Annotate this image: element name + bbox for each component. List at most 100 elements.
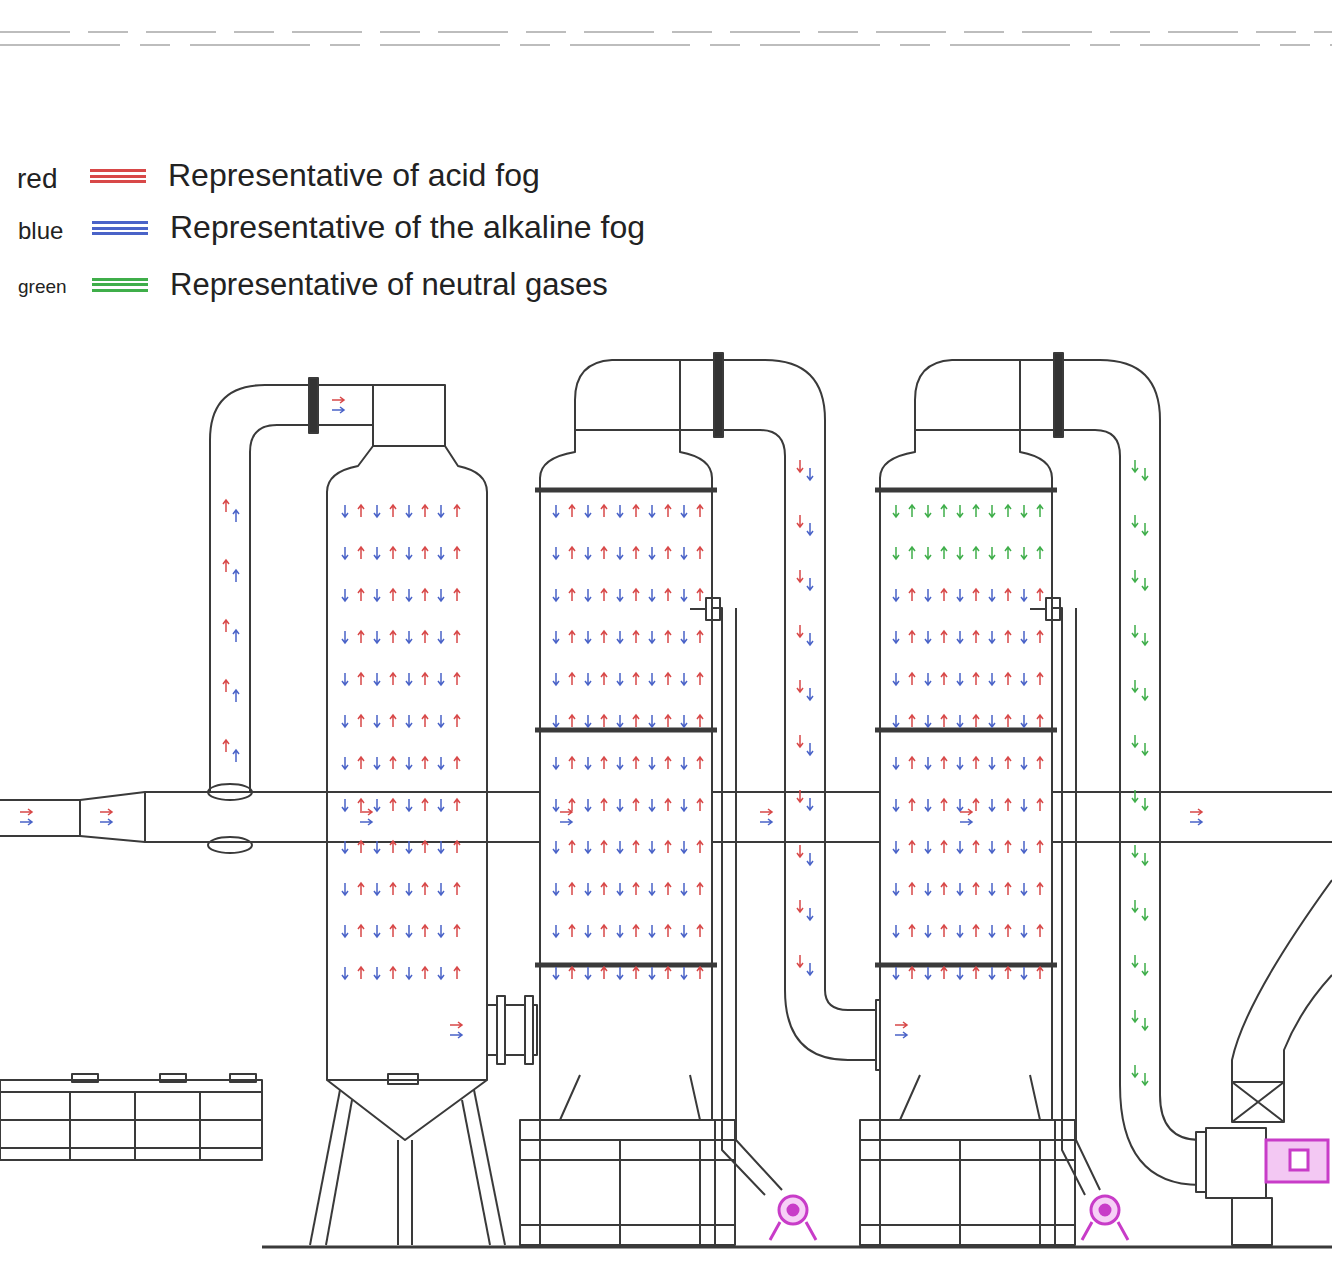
- flow-arrow: [342, 799, 348, 811]
- flow-arrow: [406, 799, 412, 811]
- legend-color-word: blue: [18, 218, 63, 244]
- flow-arrow: [358, 505, 364, 517]
- flow-arrow: [1142, 523, 1148, 535]
- drawing-circle: [779, 1196, 807, 1224]
- flow-arrow: [649, 589, 655, 601]
- drawing-path: [540, 360, 712, 1120]
- flow-arrow: [374, 925, 380, 937]
- flow-arrow: [1132, 790, 1138, 802]
- flow-arrow: [342, 883, 348, 895]
- flow-arrow: [1021, 505, 1027, 517]
- flow-arrow: [1132, 735, 1138, 747]
- flow-arrow: [909, 841, 915, 853]
- flow-arrow: [406, 841, 412, 853]
- flow-arrow: [450, 1032, 462, 1038]
- drawing-line: [535, 963, 717, 968]
- flow-arrow: [454, 757, 460, 769]
- flow-arrow: [681, 631, 687, 643]
- drawing-line: [875, 488, 1057, 493]
- flow-arrow: [633, 673, 639, 685]
- flow-arrow: [957, 673, 963, 685]
- drawing-rect: [230, 1074, 256, 1082]
- drawing-line: [310, 1090, 340, 1245]
- flow-arrow: [909, 967, 915, 979]
- flow-arrow: [438, 547, 444, 559]
- flow-arrow: [569, 589, 575, 601]
- flow-arrow: [1037, 799, 1043, 811]
- drawing-line: [69, 1092, 71, 1160]
- flow-arrow: [697, 757, 703, 769]
- drawing-path: [680, 430, 878, 1060]
- flow-arrows: [20, 397, 1202, 1085]
- flow-arrow: [585, 589, 591, 601]
- flow-arrow: [665, 505, 671, 517]
- flow-arrow: [957, 883, 963, 895]
- flow-arrow: [1021, 631, 1027, 643]
- flow-arrow: [1037, 631, 1043, 643]
- flow-arrow: [973, 799, 979, 811]
- flow-arrow: [585, 673, 591, 685]
- flow-arrow: [665, 673, 671, 685]
- flow-arrow: [941, 967, 947, 979]
- flow-arrow: [390, 757, 396, 769]
- drawing-path: [1284, 975, 1332, 1082]
- flow-arrow: [681, 673, 687, 685]
- flow-arrow: [454, 799, 460, 811]
- flow-arrow: [617, 757, 623, 769]
- flow-arrow: [390, 925, 396, 937]
- legend-color-word: red: [17, 164, 57, 195]
- flow-arrow: [1037, 715, 1043, 727]
- flow-arrow: [797, 900, 803, 912]
- flow-arrow: [649, 547, 655, 559]
- flow-arrow: [893, 799, 899, 811]
- flow-arrow: [973, 547, 979, 559]
- flow-arrow: [601, 505, 607, 517]
- flow-arrow: [893, 967, 899, 979]
- flow-arrow: [681, 799, 687, 811]
- flow-arrow: [989, 967, 995, 979]
- flow-arrow: [601, 967, 607, 979]
- flow-arrow: [342, 757, 348, 769]
- flow-arrow: [553, 715, 559, 727]
- flow-arrow: [909, 925, 915, 937]
- flow-arrow: [406, 631, 412, 643]
- drawing-rect: [714, 353, 723, 437]
- flow-arrow: [1132, 900, 1138, 912]
- flow-arrow: [893, 673, 899, 685]
- flow-arrow: [233, 570, 239, 582]
- flow-arrow: [807, 798, 813, 810]
- flow-arrow: [601, 589, 607, 601]
- flow-arrow: [585, 631, 591, 643]
- flow-arrow: [957, 799, 963, 811]
- flow-arrow: [649, 799, 655, 811]
- drawing-line: [875, 728, 1057, 733]
- drawing-line: [1054, 1120, 1056, 1245]
- drawing-rect: [525, 996, 533, 1064]
- drawing-rect: [860, 1120, 1075, 1245]
- flow-arrow: [1021, 841, 1027, 853]
- flow-arrow: [957, 757, 963, 769]
- flow-arrow: [665, 799, 671, 811]
- flow-arrow: [957, 589, 963, 601]
- flow-arrow: [957, 967, 963, 979]
- flow-arrow: [1037, 883, 1043, 895]
- flow-arrow: [989, 589, 995, 601]
- legend-swatch: [90, 169, 146, 183]
- drawing-line: [262, 1246, 1332, 1249]
- flow-arrow: [1142, 853, 1148, 865]
- flow-arrow: [807, 908, 813, 920]
- flow-arrow: [422, 631, 428, 643]
- drawing-path: [1076, 608, 1100, 1190]
- flow-arrow: [893, 841, 899, 853]
- flow-arrow: [406, 757, 412, 769]
- flow-arrow: [374, 715, 380, 727]
- flow-arrow: [342, 841, 348, 853]
- legend-text: Representative of the alkaline fog: [170, 210, 645, 245]
- flow-arrow: [601, 547, 607, 559]
- flow-arrow: [925, 715, 931, 727]
- flow-arrow: [342, 547, 348, 559]
- flow-arrow: [760, 809, 772, 815]
- drawing-path: [770, 1222, 816, 1240]
- flow-arrow: [649, 967, 655, 979]
- flow-arrow: [893, 547, 899, 559]
